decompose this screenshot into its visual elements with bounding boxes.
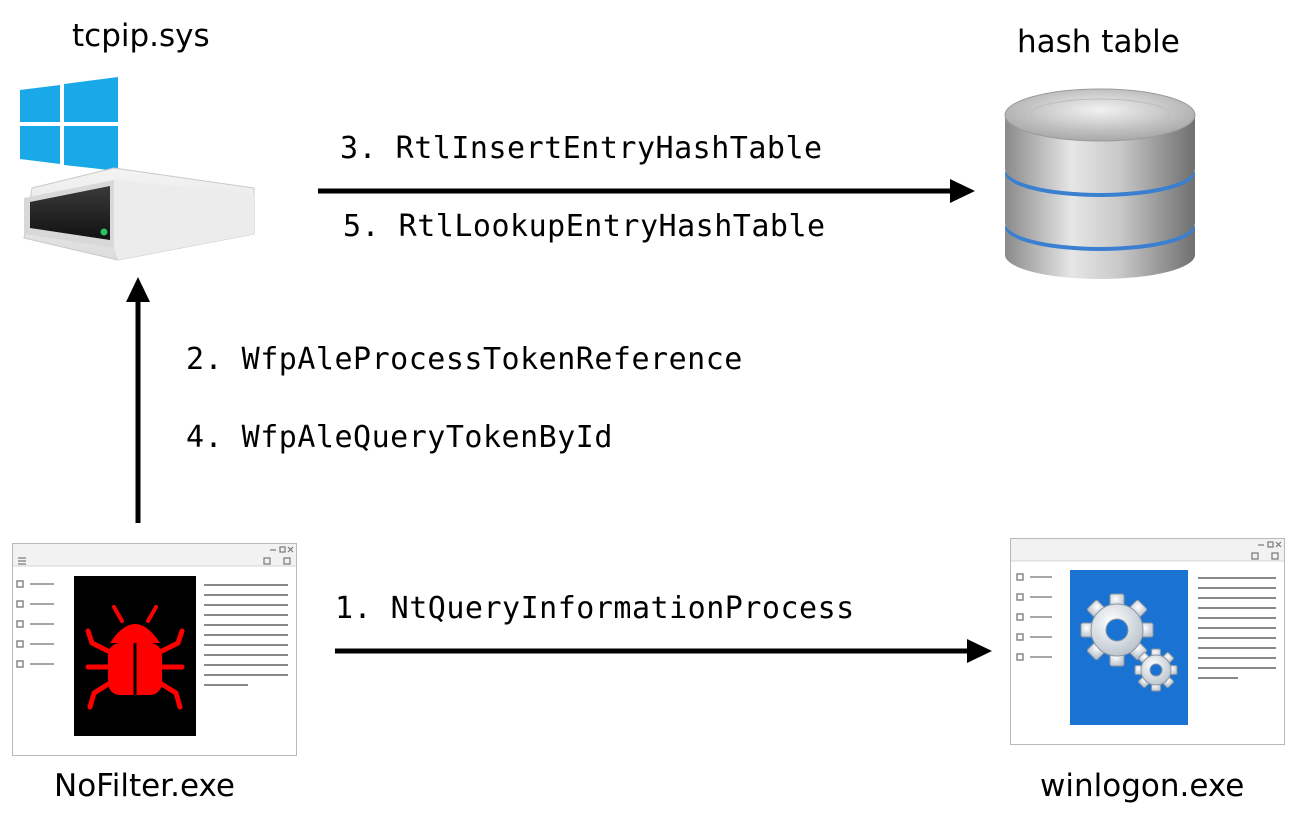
sidebar-list-icon (1016, 573, 1052, 661)
edge-label-step-4: 4. WfpAleQueryTokenById (186, 420, 613, 455)
edge-label-step-5: 5. RtlLookupEntryHashTable (343, 209, 826, 244)
sidebar-list-icon (16, 580, 54, 668)
window-controls-icon (1251, 541, 1282, 560)
nofilter-label: NoFilter.exe (54, 768, 235, 804)
database-icon (1004, 88, 1196, 279)
tcpip-drive-icon (20, 77, 255, 261)
tcpip-label: tcpip.sys (72, 18, 210, 54)
hash-table-label: hash table (1017, 24, 1180, 60)
winlogon-window (1010, 538, 1285, 745)
window-controls-icon (18, 546, 294, 565)
edge-label-step-2: 2. WfpAleProcessTokenReference (186, 342, 743, 377)
gears-icon (1080, 593, 1178, 692)
drive-body-icon (23, 167, 255, 261)
arrow-tcpip-to-hash-table (318, 179, 975, 203)
bug-icon (85, 605, 185, 710)
text-lines-icon (1198, 577, 1276, 679)
edge-label-step-1: 1. NtQueryInformationProcess (335, 591, 855, 626)
nofilter-window (12, 543, 297, 756)
windows-logo-icon (20, 77, 118, 171)
winlogon-label: winlogon.exe (1040, 768, 1245, 804)
edge-label-step-3: 3. RtlInsertEntryHashTable (340, 131, 823, 166)
text-lines-icon (204, 584, 288, 686)
arrow-nofilter-to-winlogon (335, 639, 992, 663)
arrow-nofilter-to-tcpip (126, 277, 150, 523)
